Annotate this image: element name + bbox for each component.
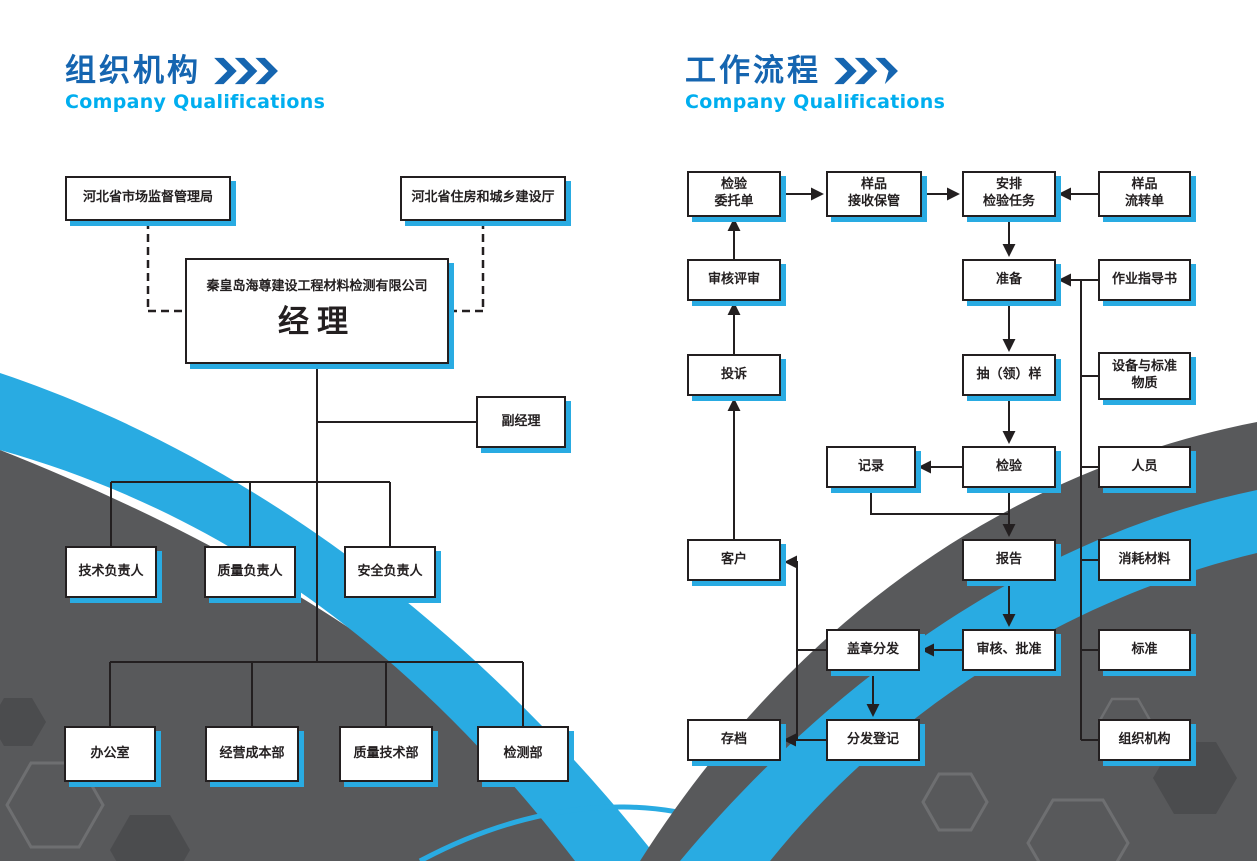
org-node-safety-lead: 安全负责人 bbox=[344, 546, 436, 598]
node-label: 技术负责人 bbox=[78, 563, 144, 579]
node-label: 标准 bbox=[1131, 641, 1158, 657]
org-node-quality-tech-dept: 质量技术部 bbox=[339, 726, 433, 782]
node-label: 样品 bbox=[1131, 177, 1158, 193]
org-chart-title: 组织机构 bbox=[65, 53, 201, 89]
node-label: 组织机构 bbox=[1118, 731, 1171, 747]
flow-node-inspection: 检验 bbox=[962, 446, 1056, 488]
chevrons-icon bbox=[214, 57, 278, 85]
chevrons-icon bbox=[834, 57, 898, 85]
node-label: 物质 bbox=[1131, 376, 1158, 391]
flow-node-customer: 客户 bbox=[687, 539, 781, 581]
org-node-tech-lead: 技术负责人 bbox=[65, 546, 157, 598]
org-dashed-connectors bbox=[146, 221, 485, 313]
node-label: 安全负责人 bbox=[357, 563, 423, 579]
org-connectors bbox=[109, 364, 524, 726]
manager-label: 经理 bbox=[278, 304, 356, 341]
node-label: 流转单 bbox=[1124, 194, 1164, 209]
node-label: 消耗材料 bbox=[1118, 551, 1171, 567]
flow-node-complaint: 投诉 bbox=[687, 354, 781, 396]
node-label: 检测部 bbox=[503, 745, 543, 761]
org-chart-subtitle: Company Qualifications bbox=[65, 91, 326, 114]
node-label: 审核评审 bbox=[707, 271, 760, 287]
node-label: 接收保管 bbox=[847, 194, 900, 209]
node-label: 副经理 bbox=[501, 413, 541, 429]
node-label: 作业指导书 bbox=[1111, 271, 1177, 287]
flow-node-archive: 存档 bbox=[687, 719, 781, 761]
node-label: 河北省住房和城乡建设厅 bbox=[411, 190, 555, 206]
org-node-office: 办公室 bbox=[64, 726, 156, 782]
node-label: 办公室 bbox=[90, 745, 130, 761]
node-label: 检验 bbox=[995, 458, 1022, 474]
org-node-manager: 秦皇岛海尊建设工程材料检测有限公司 经理 bbox=[185, 258, 449, 364]
node-label: 准备 bbox=[995, 271, 1022, 287]
flow-node-arrange-task: 安排 检验任务 bbox=[962, 171, 1056, 217]
flow-chart-subtitle: Company Qualifications bbox=[685, 91, 946, 114]
flow-node-equipment-standard: 设备与标准 物质 bbox=[1098, 352, 1191, 400]
node-label: 抽（领）样 bbox=[976, 366, 1042, 382]
node-label: 人员 bbox=[1131, 458, 1158, 474]
flow-node-standards: 标准 bbox=[1098, 629, 1191, 671]
node-label: 分发登记 bbox=[846, 731, 899, 747]
flow-node-prepare: 准备 bbox=[962, 259, 1056, 301]
flow-node-review-assess: 审核评审 bbox=[687, 259, 781, 301]
blue-swoosh-right bbox=[680, 490, 1257, 861]
flow-chart-header: 工作流程 Company Qualifications bbox=[685, 54, 945, 113]
node-label: 存档 bbox=[720, 731, 747, 747]
node-label: 经营成本部 bbox=[219, 745, 285, 761]
node-label: 设备与标准 bbox=[1111, 359, 1177, 375]
flow-connectors bbox=[727, 187, 1098, 747]
node-label: 委托单 bbox=[714, 194, 754, 209]
node-label: 报告 bbox=[995, 551, 1022, 567]
node-label: 样品 bbox=[860, 177, 887, 193]
flow-node-work-instruction: 作业指导书 bbox=[1098, 259, 1191, 301]
flow-node-commission-form: 检验 委托单 bbox=[687, 171, 781, 217]
flow-node-org-structure: 组织机构 bbox=[1098, 719, 1191, 761]
node-label: 盖章分发 bbox=[846, 641, 899, 657]
flow-node-review-approve: 审核、批准 bbox=[962, 629, 1056, 671]
node-label: 检验 bbox=[720, 177, 747, 193]
node-label: 记录 bbox=[857, 458, 884, 474]
node-label: 检验任务 bbox=[982, 194, 1035, 209]
company-name-label: 秦皇岛海尊建设工程材料检测有限公司 bbox=[206, 279, 428, 295]
flow-node-distribute-register: 分发登记 bbox=[826, 719, 920, 761]
node-label: 安排 bbox=[995, 177, 1022, 193]
node-label: 审核、批准 bbox=[976, 641, 1042, 657]
node-label: 质量负责人 bbox=[217, 563, 283, 579]
org-node-deputy-manager: 副经理 bbox=[476, 396, 566, 448]
flow-node-sampling: 抽（领）样 bbox=[962, 354, 1056, 396]
flow-node-sample-receive: 样品 接收保管 bbox=[826, 171, 922, 217]
org-node-quality-lead: 质量负责人 bbox=[204, 546, 296, 598]
org-chart-header: 组织机构 Company Qualifications bbox=[65, 54, 325, 113]
org-node-testing-dept: 检测部 bbox=[477, 726, 569, 782]
flow-node-personnel: 人员 bbox=[1098, 446, 1191, 488]
node-label: 投诉 bbox=[720, 366, 747, 382]
node-label: 河北省市场监督管理局 bbox=[82, 190, 213, 206]
node-label: 质量技术部 bbox=[353, 745, 419, 761]
flow-node-transfer-form: 样品 流转单 bbox=[1098, 171, 1191, 217]
flow-chart-title: 工作流程 bbox=[685, 53, 821, 89]
flow-node-report: 报告 bbox=[962, 539, 1056, 581]
org-node-housing-dept: 河北省住房和城乡建设厅 bbox=[400, 176, 566, 221]
flow-node-consumables: 消耗材料 bbox=[1098, 539, 1191, 581]
org-node-cost-dept: 经营成本部 bbox=[205, 726, 299, 782]
flow-node-record: 记录 bbox=[826, 446, 916, 488]
org-node-market-bureau: 河北省市场监督管理局 bbox=[65, 176, 231, 221]
flow-node-stamp-distribute: 盖章分发 bbox=[826, 629, 920, 671]
node-label: 客户 bbox=[720, 551, 747, 567]
